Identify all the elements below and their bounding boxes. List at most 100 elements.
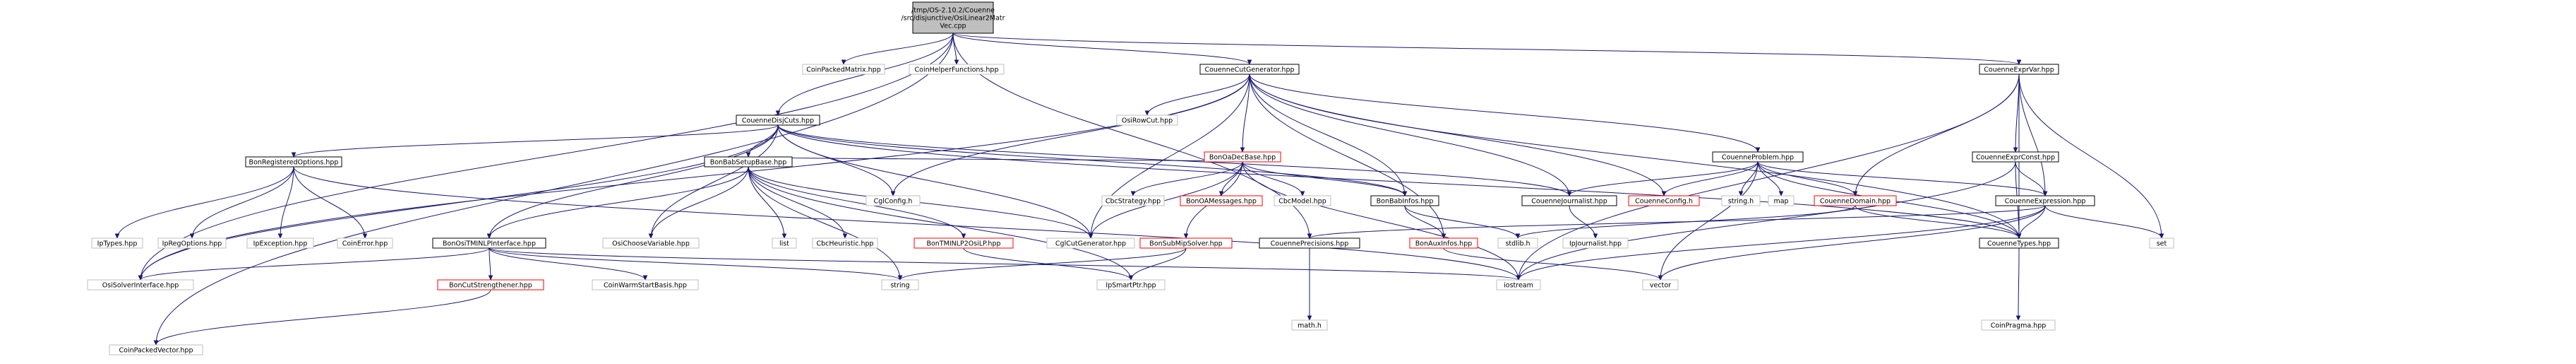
edge-couenneproblem-to-couennejournalist xyxy=(1569,161,1759,196)
node-label: CoinPragma.hpp xyxy=(1991,322,2047,330)
node-box xyxy=(772,237,797,249)
node-box xyxy=(91,237,143,249)
node-box xyxy=(157,237,227,249)
node-box xyxy=(1274,195,1331,206)
node-coinwarmstartbasis[interactable]: CoinWarmStartBasis.hpp xyxy=(592,279,699,290)
node-ipjournalist[interactable]: IpJournalist.hpp xyxy=(1562,237,1629,249)
node-string[interactable]: string xyxy=(881,279,919,290)
node-box xyxy=(1259,237,1360,249)
node-cbcstrategy[interactable]: CbcStrategy.hpp xyxy=(1101,195,1165,206)
node-coinpackedvector[interactable]: CoinPackedVector.hpp xyxy=(109,344,203,356)
node-iostream[interactable]: iostream xyxy=(1496,279,1541,290)
node-label: BonBabInfos.hpp xyxy=(1377,198,1434,206)
node-couenneexprconst[interactable]: CouenneExprConst.hpp xyxy=(1972,151,2059,163)
node-coinhelperfunctions[interactable]: CoinHelperFunctions.hpp xyxy=(909,64,1005,75)
edge-bonositminlpinterface-to-coinwarmstartbasis xyxy=(489,247,645,280)
edge-couennedisjcuts-to-osisolverinterface xyxy=(140,124,779,280)
node-label: OsiSolverInterface.hpp xyxy=(102,282,179,290)
node-bonregisteredoptions[interactable]: BonRegisteredOptions.hpp xyxy=(245,156,342,168)
edge-bonoadecbase-to-iostream xyxy=(1242,161,1518,280)
node-osisolverinterface[interactable]: OsiSolverInterface.hpp xyxy=(87,279,194,290)
node-ipregoptions[interactable]: IpRegOptions.hpp xyxy=(157,237,227,249)
node-couennedomain[interactable]: CouenneDomain.hpp xyxy=(1814,195,1897,206)
node-couenneprecisions[interactable]: CouennePrecisions.hpp xyxy=(1259,237,1360,249)
edge-bonregisteredoptions-to-ipregoptions xyxy=(192,166,294,238)
node-couennetypes[interactable]: CouenneTypes.hpp xyxy=(1979,237,2059,249)
node-bontminlp2osilp[interactable]: BonTMINLP2OsiLP.hpp xyxy=(913,237,1014,249)
node-bonbabinfos[interactable]: BonBabInfos.hpp xyxy=(1370,195,1439,206)
node-coinpackedmatrix[interactable]: CoinPackedMatrix.hpp xyxy=(802,64,885,75)
node-bonsubmipsolver[interactable]: BonSubMipSolver.hpp xyxy=(1139,237,1233,249)
node-bonoamessages[interactable]: BonOAMessages.hpp xyxy=(1180,195,1263,206)
node-couennecutgenerator[interactable]: CouenneCutGenerator.hpp xyxy=(1199,64,1300,75)
node-label: CouenneJournalist.hpp xyxy=(1531,198,1607,206)
edge-couenneexpression-to-iostream xyxy=(1518,205,2046,280)
edge-couenneproblem-to-couennedomain xyxy=(1757,161,1855,196)
node-osirowcut[interactable]: OsiRowCut.hpp xyxy=(1116,115,1178,126)
node-set[interactable]: set xyxy=(2149,237,2174,249)
node-stdlib_h[interactable]: stdlib.h xyxy=(1497,237,1538,249)
edge-root-to-coinpackedmatrix xyxy=(844,33,954,64)
node-box xyxy=(1642,279,1679,290)
edge-couennedisjcuts-to-couennetypes xyxy=(777,124,2019,238)
node-couennejournalist[interactable]: CouenneJournalist.hpp xyxy=(1521,195,1617,206)
node-couenneexprvar[interactable]: CouenneExprVar.hpp xyxy=(1979,64,2059,75)
node-box xyxy=(1768,195,1795,206)
node-label: Vec.cpp xyxy=(940,23,966,30)
node-cbcheuristic[interactable]: CbcHeuristic.hpp xyxy=(812,237,878,249)
node-osichoosevariable[interactable]: OsiChooseVariable.hpp xyxy=(602,237,700,249)
node-label: CglCutGenerator.hpp xyxy=(1055,240,1126,248)
node-label: iostream xyxy=(1504,282,1533,290)
node-label: BonBabSetupBase.hpp xyxy=(710,159,787,167)
node-cglcutgenerator[interactable]: CglCutGenerator.hpp xyxy=(1046,237,1135,249)
node-box xyxy=(1562,237,1629,249)
edge-couennecutgenerator-to-couennetypes xyxy=(1249,74,2019,238)
node-couenneconfig[interactable]: CouenneConfig.h xyxy=(1628,195,1700,206)
node-string_h[interactable]: string.h xyxy=(1721,195,1761,206)
node-bonositminlpinterface[interactable]: BonOsiTMINLPInterface.hpp xyxy=(432,237,546,249)
node-bonbabsetupbase[interactable]: BonBabSetupBase.hpp xyxy=(704,156,793,168)
node-root[interactable]: /tmp/OS-2.10.2/Couenne/src/disjunctive/O… xyxy=(901,1,1005,34)
edge-couennedisjcuts-to-bonbabinfos xyxy=(777,124,1405,196)
node-label: CbcHeuristic.hpp xyxy=(816,240,873,248)
node-bonoadecbase[interactable]: BonOaDecBase.hpp xyxy=(1204,151,1281,163)
node-cglconfig[interactable]: CglConfig.h xyxy=(865,195,921,206)
node-couenneexpression[interactable]: CouenneExpression.hpp xyxy=(1995,195,2095,206)
node-label: string.h xyxy=(1728,198,1754,206)
node-box xyxy=(812,237,878,249)
node-couennedisjcuts[interactable]: CouenneDisjCuts.hpp xyxy=(736,115,820,126)
node-list[interactable]: list xyxy=(772,237,797,249)
node-iptypes[interactable]: IpTypes.hpp xyxy=(91,237,143,249)
edge-couennedomain-to-couennetypes xyxy=(1855,205,2019,238)
edge-couennecutgenerator-to-couenneproblem xyxy=(1249,74,1758,152)
edge-bonregisteredoptions-to-coinerror xyxy=(293,166,365,238)
edge-couennecutgenerator-to-bonbabinfos xyxy=(1249,74,1405,196)
node-box xyxy=(1497,237,1538,249)
node-label: CouenneDomain.hpp xyxy=(1820,198,1891,206)
node-cbcmodel[interactable]: CbcModel.hpp xyxy=(1274,195,1331,206)
node-ipsmartptr[interactable]: IpSmartPtr.hpp xyxy=(1096,279,1166,290)
edge-bonbabsetupbase-to-bontminlp2osilp xyxy=(748,166,964,238)
node-label: OsiChooseVariable.hpp xyxy=(612,240,690,248)
node-bonculstrengthener[interactable]: BonCutStrengthener.hpp xyxy=(437,279,544,290)
node-coinerror[interactable]: CoinError.hpp xyxy=(337,237,393,249)
node-math_h[interactable]: math.h xyxy=(1291,319,1328,331)
node-label: BonOAMessages.hpp xyxy=(1186,198,1257,206)
node-box xyxy=(1972,151,2059,163)
node-couenneproblem[interactable]: CouenneProblem.hpp xyxy=(1712,151,1804,163)
node-box xyxy=(437,279,544,290)
node-label: list xyxy=(779,240,789,248)
node-ipexception[interactable]: IpException.hpp xyxy=(246,237,314,249)
node-map[interactable]: map xyxy=(1768,195,1795,206)
node-coinpragma[interactable]: CoinPragma.hpp xyxy=(1981,319,2056,331)
edge-couennecutgenerator-to-cglcutgenerator xyxy=(1091,74,1250,238)
edge-bonregisteredoptions-to-ipexception xyxy=(280,166,294,238)
node-box xyxy=(109,344,203,356)
node-vector[interactable]: vector xyxy=(1642,279,1679,290)
node-box xyxy=(1291,319,1328,331)
node-bonauxinfos[interactable]: BonAuxInfos.hpp xyxy=(1409,237,1478,249)
edge-bonoadecbase-to-cglcutgenerator xyxy=(1091,161,1243,238)
node-label: CoinPackedMatrix.hpp xyxy=(806,66,881,74)
node-box xyxy=(802,64,885,75)
node-box xyxy=(704,156,793,168)
